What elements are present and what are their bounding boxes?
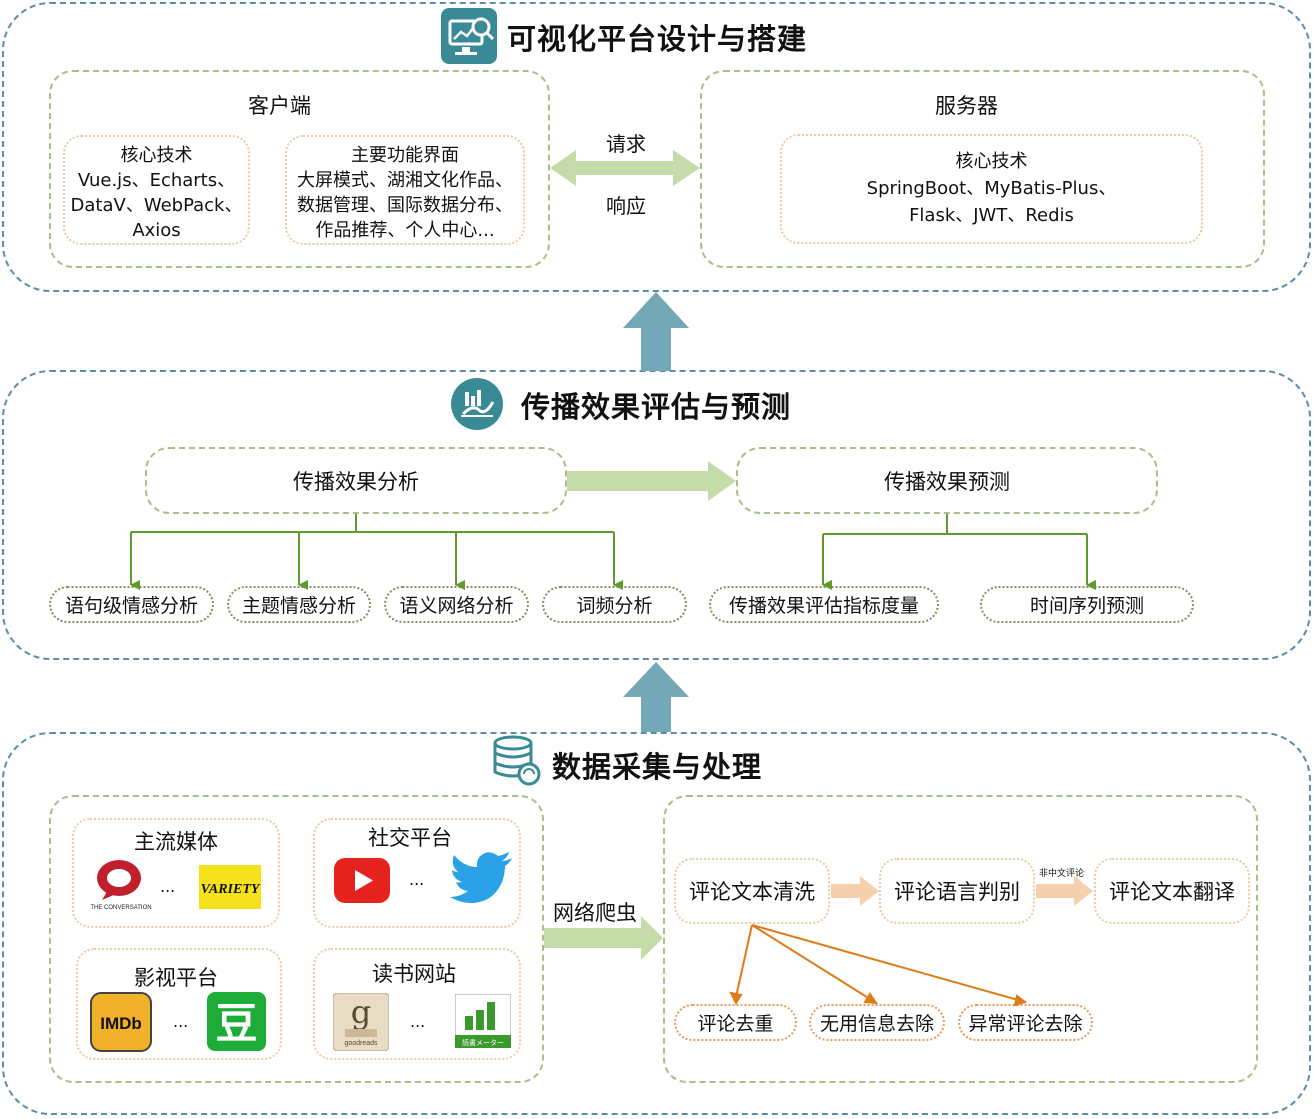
crawler-label: 网络爬虫	[553, 901, 637, 925]
analysis-tree	[130, 514, 623, 590]
platform-title: 可视化平台设计与搭建	[507, 22, 808, 56]
client-core-tech-box	[63, 135, 250, 245]
prediction-heading: 传播效果预测	[884, 469, 1010, 494]
client-core-tech-line: Axios	[132, 220, 181, 241]
processing-box	[663, 795, 1258, 1083]
books-ellipsis: ...	[410, 1012, 426, 1031]
sources-box	[49, 795, 544, 1083]
server-core-tech-box	[780, 134, 1203, 244]
process-step-language: 评论语言判别	[879, 858, 1035, 924]
client-core-tech-text: 核心技术 Vue.js、Echarts、 DataV、WebPack、 Axio…	[63, 143, 250, 243]
client-features-line: 数据管理、国际数据分布、	[297, 195, 513, 216]
client-heading: 客户端	[248, 94, 311, 118]
server-box	[700, 70, 1265, 268]
analysis-to-prediction-arrow	[567, 461, 736, 501]
social-ellipsis: ...	[409, 870, 425, 889]
server-core-tech-text: 核心技术 SpringBoot、MyBatis-Plus、 Flask、JWT、…	[780, 148, 1203, 229]
up-arrow-top	[623, 292, 689, 371]
client-features-line: 大屏模式、湖湘文化作品、	[297, 170, 513, 191]
imdb-logo-text: IMDb	[100, 1014, 142, 1033]
film-heading: 影视平台	[134, 966, 218, 990]
client-core-tech-line: DataV、WebPack、	[70, 195, 243, 216]
data-title: 数据采集与处理	[552, 750, 763, 784]
response-label: 响应	[606, 194, 646, 218]
books-heading: 读书网站	[372, 962, 456, 986]
client-features-text: 主要功能界面 大屏模式、湖湘文化作品、 数据管理、国际数据分布、 作品推荐、个人…	[285, 143, 525, 243]
books-box	[313, 948, 521, 1060]
up-arrow-bottom	[623, 662, 689, 732]
mainstream-heading: 主流媒体	[134, 830, 218, 854]
dokusho-logo-text: 読書メーター	[462, 1038, 504, 1047]
section-data	[2, 732, 1311, 1115]
client-core-tech-heading: 核心技术	[120, 145, 193, 166]
analysis-box: 传播效果分析	[145, 447, 567, 514]
server-core-tech-line: Flask、JWT、Redis	[909, 205, 1074, 226]
non-chinese-label: 非中文评论	[1039, 869, 1085, 879]
subtask-remove-useless: 无用信息去除	[809, 1004, 945, 1041]
process-step-label: 评论语言判别	[894, 880, 1020, 904]
subtask-remove-abnormal: 异常评论去除	[958, 1004, 1093, 1041]
film-box	[76, 948, 282, 1060]
imdb-logo: IMDb	[90, 992, 152, 1052]
client-box	[49, 70, 550, 268]
section-platform	[2, 2, 1311, 292]
youtube-icon	[334, 858, 390, 903]
social-box	[313, 818, 521, 928]
mainstream-ellipsis: ...	[160, 877, 176, 896]
dokusho-meter-logo: 読書メーター	[454, 993, 512, 1049]
server-core-tech-line: SpringBoot、MyBatis-Plus、	[866, 178, 1117, 199]
server-heading: 服务器	[935, 94, 998, 118]
subtask-dedupe: 评论去重	[674, 1004, 797, 1041]
prediction-box: 传播效果预测	[736, 447, 1158, 514]
process-step-label: 评论文本清洗	[689, 880, 815, 904]
social-heading: 社交平台	[368, 826, 452, 850]
cleaning-subtask-arrows	[729, 924, 1028, 1007]
platform-icon	[441, 8, 497, 64]
prediction-tree	[822, 514, 1096, 590]
variety-logo-text: VARIETY	[201, 882, 261, 897]
clean-to-language-arrow	[831, 876, 879, 906]
process-step-clean: 评论文本清洗	[674, 858, 830, 924]
douban-logo: 豆	[207, 992, 266, 1051]
mainstream-box	[72, 818, 280, 928]
conversation-logo-text: THE CONVERSATION	[90, 905, 151, 911]
evaluation-icon	[451, 378, 503, 430]
client-features-heading: 主要功能界面	[351, 145, 459, 166]
request-response-arrow	[550, 150, 700, 186]
database-icon	[491, 734, 543, 786]
server-core-tech-heading: 核心技术	[955, 151, 1028, 172]
evaluation-title: 传播效果评估与预测	[521, 390, 792, 424]
film-ellipsis: ...	[173, 1012, 189, 1031]
svg-text:g: g	[351, 993, 371, 1031]
conversation-logo: THE CONVERSATION	[86, 856, 156, 912]
request-label: 请求	[606, 132, 646, 156]
client-features-box	[285, 135, 525, 245]
analysis-heading: 传播效果分析	[293, 469, 419, 494]
language-to-translate-arrow	[1036, 876, 1093, 906]
twitter-icon	[450, 852, 513, 904]
client-core-tech-line: Vue.js、Echarts、	[77, 170, 236, 191]
client-features-line: 作品推荐、个人中心...	[315, 220, 495, 241]
douban-logo-text: 豆	[215, 999, 257, 1048]
process-step-translate: 评论文本翻译	[1094, 858, 1250, 924]
variety-logo: VARIETY	[199, 865, 261, 909]
crawler-arrow	[544, 916, 663, 960]
goodreads-logo-text: goodreads	[344, 1040, 378, 1047]
process-step-label: 评论文本翻译	[1109, 880, 1235, 904]
